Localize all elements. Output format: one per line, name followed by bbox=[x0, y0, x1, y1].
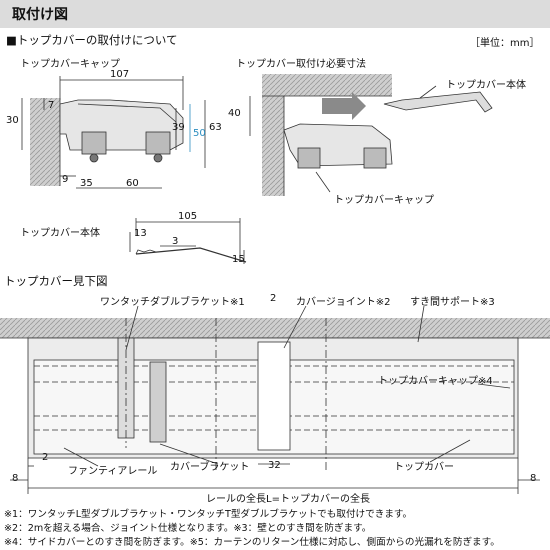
ceiling-hatch bbox=[262, 74, 392, 96]
dim-50: 50 bbox=[193, 128, 206, 139]
support-leader bbox=[417, 305, 425, 343]
cap-leader bbox=[315, 171, 331, 193]
cover-bracket-plan bbox=[149, 361, 167, 443]
joint-label: カバージョイント※2 bbox=[296, 297, 391, 308]
dim-8-left: 8 bbox=[12, 473, 19, 484]
body-hook bbox=[135, 249, 157, 255]
dim-63: 63 bbox=[209, 122, 222, 133]
dim-40: 40 bbox=[228, 108, 241, 119]
body-profile bbox=[135, 247, 247, 263]
cover-body-profile bbox=[383, 91, 493, 113]
cap-bracket-right bbox=[145, 131, 171, 155]
cap-view-title: トップカバーキャップ bbox=[20, 59, 120, 70]
note-1: ※1：ワンタッチL型ダブルブラケット・ワンタッチT型ダブルブラケットでも取付けで… bbox=[4, 509, 413, 520]
cover-body-label: トップカバー本体 bbox=[446, 80, 526, 91]
dim-35: 35 bbox=[80, 178, 93, 189]
top-cover-label: トップカバー bbox=[394, 462, 454, 473]
bottom-view bbox=[0, 305, 550, 494]
unit-label: ［単位：mm］ bbox=[470, 38, 540, 49]
cap-bracket-left bbox=[81, 131, 107, 155]
dim-9: 9 bbox=[62, 174, 69, 185]
support-label: すき間サポート※3 bbox=[410, 297, 495, 308]
wall-hatch bbox=[262, 96, 284, 196]
joint-plan bbox=[257, 341, 291, 451]
body-view-title: トップカバー本体 bbox=[20, 228, 100, 239]
cover-bracket-leader bbox=[159, 443, 219, 465]
page-title: 取付け図 bbox=[12, 7, 68, 23]
cover-bracket-label: カバーブラケット bbox=[170, 462, 250, 473]
cap-wall-hatch bbox=[30, 98, 60, 186]
dim-15: 15 bbox=[232, 254, 245, 265]
corner-edge bbox=[262, 95, 392, 196]
bracket-label: ワンタッチダブルブラケット※1 bbox=[100, 297, 245, 308]
note-3: ※4：サイドカバーとのすき間を防ぎます。※5：カーテンのリターン仕様に対応し、側… bbox=[4, 537, 500, 548]
dim-60: 60 bbox=[126, 178, 139, 189]
cap-runner-left bbox=[89, 153, 99, 163]
header-bar bbox=[0, 0, 550, 28]
bracket-leader bbox=[125, 305, 139, 351]
body-view bbox=[129, 218, 247, 264]
body-leader bbox=[419, 85, 437, 99]
dim-7: 7 bbox=[48, 100, 55, 111]
dim-30: 30 bbox=[6, 115, 19, 126]
total-length-label: レールの全長L=トップカバーの全長 bbox=[206, 494, 370, 505]
ceiling-band-hatch bbox=[0, 318, 550, 338]
cap-label: トップカバーキャップ bbox=[334, 195, 434, 206]
dim-13: 13 bbox=[134, 228, 147, 239]
cap-label-bottom: トップカバーキャップ※4 bbox=[378, 376, 493, 387]
top-cover-leader bbox=[429, 439, 471, 463]
dim-32: 32 bbox=[268, 460, 281, 471]
clearance-view-title: トップカバー取付け必要寸法 bbox=[236, 59, 366, 70]
dim-105: 105 bbox=[178, 211, 198, 222]
insert-arrow bbox=[322, 92, 366, 120]
note-2: ※2：2mを超える場合、ジョイント仕様となります。※3：壁とのすき間を防ぎます。 bbox=[4, 523, 372, 534]
section-title: ■トップカバーの取付けについて bbox=[6, 33, 178, 47]
bottom-view-title: トップカバー見下図 bbox=[4, 274, 108, 288]
dim-8-right: 8 bbox=[530, 473, 537, 484]
clearance-view bbox=[249, 74, 493, 196]
rail-leader bbox=[63, 447, 99, 467]
cap-leader-bottom bbox=[477, 383, 511, 389]
dim-39: 39 bbox=[172, 122, 185, 133]
dim-107: 107 bbox=[110, 69, 130, 80]
cap-view bbox=[21, 76, 206, 189]
fantasia-rail-label: ファンティアレール bbox=[68, 466, 158, 477]
dim-3: 3 bbox=[172, 236, 179, 247]
cap-runner-right bbox=[153, 153, 163, 163]
clearance-bracket-left bbox=[297, 147, 321, 169]
dim-2-joint: 2 bbox=[270, 293, 277, 304]
dim-2-left: 2 bbox=[42, 452, 49, 463]
joint-leader bbox=[283, 305, 307, 349]
clearance-bracket-right bbox=[363, 147, 387, 169]
